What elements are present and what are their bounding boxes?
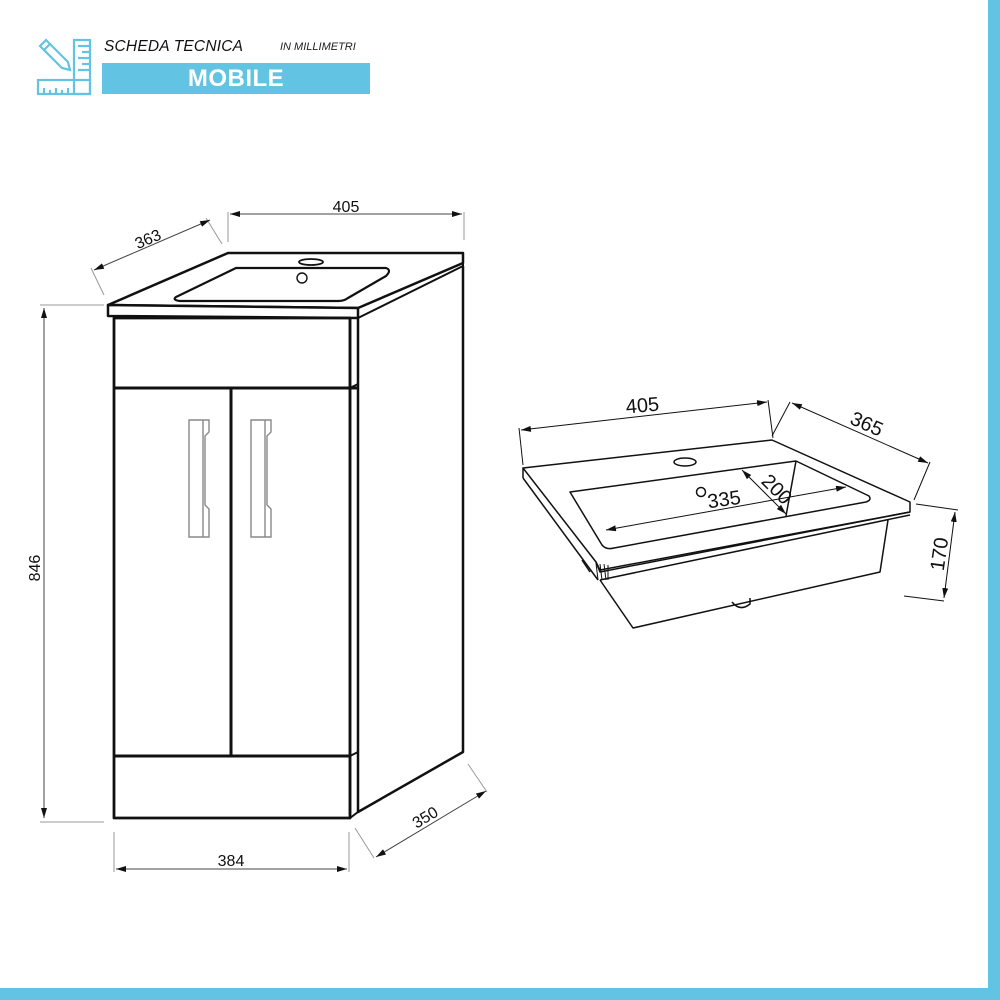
dim-basin-bowl-width: 335 [706, 487, 742, 513]
dim-basin-width: 405 [625, 394, 660, 419]
dim-cabinet-base-depth: 350 [410, 804, 442, 832]
dim-cabinet-height: 846 [27, 555, 44, 582]
basin-drawing [522, 439, 911, 629]
units-label: IN MILLIMETRI [280, 41, 356, 53]
dim-cabinet-top-depth: 363 [133, 227, 164, 253]
frame-border-bottom [0, 988, 1000, 1000]
page-title: SCHEDA TECNICA [104, 38, 244, 55]
frame-border-right [988, 0, 1000, 1000]
header [36, 36, 96, 101]
dim-cabinet-base-width: 384 [218, 853, 245, 870]
door-handles [188, 419, 272, 538]
dim-basin-depth: 365 [847, 408, 886, 442]
basin-dimension-lines [518, 399, 959, 602]
dim-cabinet-top-width: 405 [333, 199, 360, 216]
product-banner: MOBILE [102, 63, 370, 94]
cabinet-dimension-lines [40, 211, 488, 872]
ruler-pencil-icon [36, 38, 92, 96]
dim-basin-height: 170 [927, 536, 953, 572]
cabinet-drawing [106, 251, 465, 820]
